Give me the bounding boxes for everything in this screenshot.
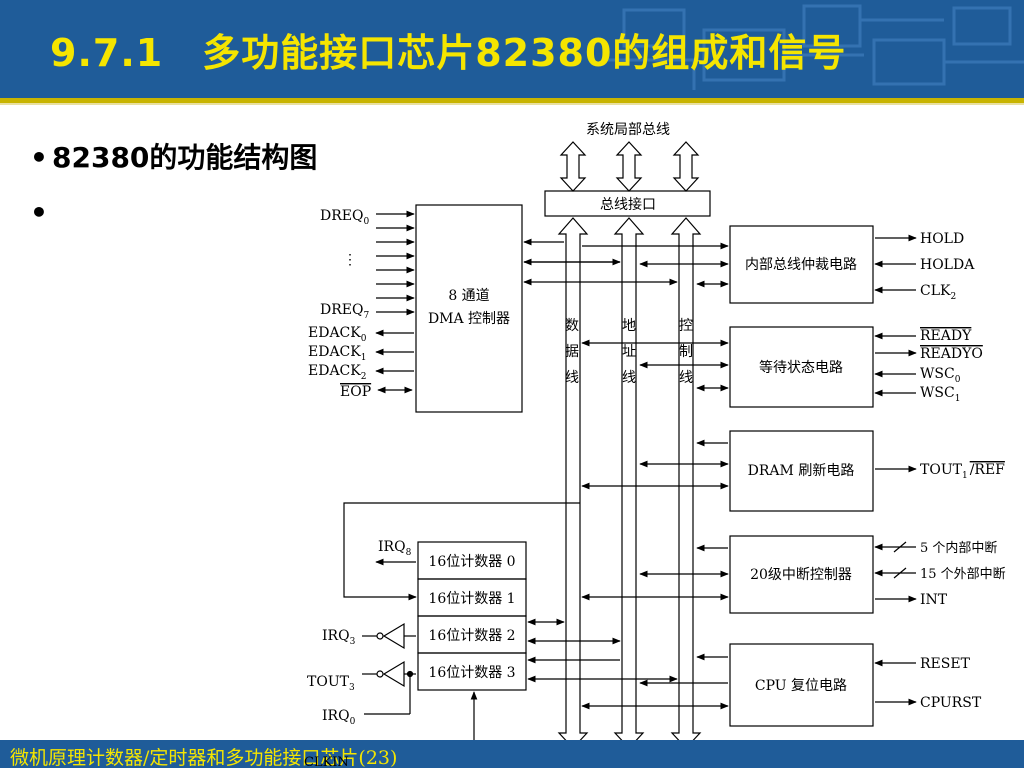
dma-label-line2: DMA 控制器 — [428, 311, 510, 327]
bus-block-connections — [581, 242, 729, 710]
irq3-label: IRQ3 — [322, 628, 356, 647]
bus-arbiter-label: 内部总线仲裁电路 — [745, 257, 857, 273]
address-line-char-1: 地 — [622, 318, 636, 334]
interrupt-controller-label: 20级中断控制器 — [750, 567, 852, 583]
data-line-char-1: 数 — [565, 318, 579, 334]
title-rule — [0, 98, 1024, 103]
counter-0-label: 16位计数器 0 — [428, 554, 515, 570]
dma-label-line1: 8 通道 — [448, 288, 489, 304]
right-signal-lines — [874, 234, 917, 706]
dma-controller-block — [415, 204, 523, 413]
wsc0-label: WSC0 — [920, 366, 961, 385]
dma-bus-connections — [523, 238, 678, 286]
dma-input-lines — [375, 210, 415, 394]
hold-label: HOLD — [920, 231, 964, 247]
edack2-label: EDACK2 — [308, 363, 366, 382]
bullet-dot: • — [30, 141, 48, 174]
title-rule-light — [0, 103, 1024, 105]
edack0-label: EDACK0 — [308, 325, 367, 344]
clk2-label: CLK2 — [920, 283, 956, 302]
footer-text: 微机原理计数器/定时器和多功能接口芯片(23) — [10, 747, 398, 769]
internal-interrupts-label: 5 个内部中断 — [920, 540, 997, 556]
control-line-char-2: 制 — [679, 344, 693, 360]
edack1-label: EDACK1 — [308, 344, 366, 363]
irq0-label: IRQ0 — [322, 708, 356, 727]
clkin-label: CLKIN — [304, 755, 349, 768]
cpu-reset-block — [729, 643, 874, 727]
bullet-text: 82380的功能结构图 — [52, 141, 318, 174]
readyo-label: READYO — [920, 346, 983, 362]
ready-label: READY — [920, 328, 972, 344]
bus-interface-block — [544, 190, 711, 217]
dreq0-label: DREQ0 — [320, 208, 369, 227]
cpu-reset-label: CPU 复位电路 — [755, 677, 847, 694]
dram-refresh-block — [729, 430, 874, 512]
holda-label: HOLDA — [920, 257, 975, 273]
dreq7-label: DREQ7 — [320, 302, 369, 321]
control-line-char-3: 线 — [679, 370, 693, 386]
counter-feedback-loop — [343, 502, 580, 601]
bus-interface-label: 总线接口 — [600, 196, 656, 213]
tout1-ref-label: TOUT1/REF — [920, 462, 1005, 481]
data-line-char-2: 据 — [565, 344, 579, 360]
wait-state-label: 等待状态电路 — [759, 359, 843, 376]
counter-bus-connections — [527, 618, 678, 683]
counter-1-label: 16位计数器 1 — [428, 591, 515, 607]
eop-label: EOP — [340, 384, 371, 400]
dram-refresh-label: DRAM 刷新电路 — [748, 463, 855, 479]
control-line-char-1: 控 — [679, 318, 693, 334]
cpurst-label: CPURST — [920, 695, 982, 711]
slide-footer: 微机原理计数器/定时器和多功能接口芯片(23) — [0, 740, 1024, 769]
external-interrupts-label: 15 个外部中断 — [920, 567, 1006, 582]
reset-label: RESET — [920, 656, 971, 672]
counter-output-lines — [362, 558, 478, 740]
wait-state-block — [729, 326, 874, 408]
dreq-ellipsis: ⋮ — [343, 252, 357, 268]
bullet-dot: • — [30, 196, 48, 229]
slide-header: 9.7.1 多功能接口芯片82380的组成和信号 — [0, 0, 1024, 98]
counter-2-label: 16位计数器 2 — [428, 628, 515, 644]
wsc1-label: WSC1 — [920, 385, 960, 404]
irq8-label: IRQ8 — [378, 539, 412, 558]
slide-title: 9.7.1 多功能接口芯片82380的组成和信号 — [50, 31, 847, 75]
int-label: INT — [920, 592, 948, 608]
counter-3-block — [417, 652, 527, 691]
data-line-char-3: 线 — [565, 370, 579, 386]
interrupt-controller-block — [729, 535, 874, 614]
bullet-item-2: • — [30, 196, 52, 229]
bullet-item-1: •82380的功能结构图 — [30, 136, 317, 176]
counter-3-label: 16位计数器 3 — [428, 665, 515, 681]
address-line-char-2: 址 — [622, 344, 636, 360]
system-bus-label: 系统局部总线 — [586, 122, 670, 138]
circuit-pattern-decoration — [604, 4, 1024, 90]
address-line-char-3: 线 — [622, 370, 636, 386]
bus-arbiter-block — [729, 225, 874, 304]
tout3-label: TOUT3 — [307, 674, 355, 693]
